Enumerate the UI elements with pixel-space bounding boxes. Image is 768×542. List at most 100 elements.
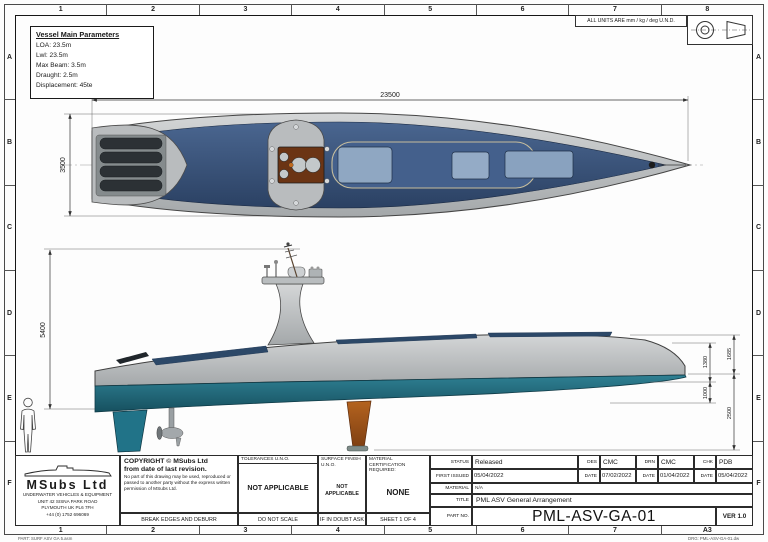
material-cert-label: MATERIAL CERTIFICATION REQUIRED: bbox=[369, 457, 406, 474]
tolerances-value: NOT APPLICABLE bbox=[247, 484, 309, 492]
dim-hull-draught: 1000 bbox=[703, 387, 709, 399]
chk-date-label: DATE bbox=[694, 469, 716, 483]
status-value: Released bbox=[472, 455, 578, 469]
part-number: PML-ASV-GA-01 bbox=[472, 507, 716, 526]
tolerances-label: TOLERANCES U.N.O. bbox=[239, 456, 317, 464]
params-title: Vessel Main Parameters bbox=[36, 30, 120, 39]
dim-freeboard: 1380 bbox=[703, 356, 709, 368]
grid-row-label: B bbox=[753, 100, 764, 186]
grid-col-label: 1 bbox=[15, 4, 108, 15]
grid-row-label: E bbox=[4, 356, 15, 442]
scale-person-icon bbox=[20, 397, 36, 453]
grid-col-label: 6 bbox=[477, 4, 570, 15]
grid-col-label: 4 bbox=[292, 4, 385, 15]
file-reference-drawing: DRG: PML-ASV-GA-01.dw bbox=[688, 536, 740, 541]
grid-col-label: 1 bbox=[15, 526, 108, 535]
grid-col-label: 5 bbox=[385, 4, 477, 15]
company-phone: +44 (0) 1752 696069 bbox=[46, 511, 89, 517]
grid-col-label: 8 bbox=[705, 6, 710, 13]
third-angle-projection-icon bbox=[691, 20, 750, 40]
sheet-size-label: A3 bbox=[702, 527, 712, 534]
deck-hatch bbox=[337, 146, 393, 184]
plan-view bbox=[60, 112, 703, 218]
chk-value: PDB bbox=[716, 455, 753, 469]
surface-finish-box: SURFACE FINISH U.N.O. NOT APPLICABLE bbox=[318, 455, 366, 513]
dim-max-draught: 2500 bbox=[727, 407, 733, 419]
chk-date: 05/04/2022 bbox=[716, 469, 753, 483]
note-do-not-scale: DO NOT SCALE bbox=[238, 513, 318, 526]
grid-row-label: F bbox=[756, 480, 761, 488]
file-reference-part: PART: SURF ASV GA 5.asm bbox=[18, 536, 73, 541]
param-displacement: Displacement: 45te bbox=[36, 81, 93, 89]
grid-row-label: C bbox=[4, 186, 15, 271]
material-cert-value: NONE bbox=[386, 488, 410, 498]
deck-panel bbox=[151, 345, 269, 366]
material-cert-box: MATERIAL CERTIFICATION REQUIRED: NONE bbox=[366, 455, 430, 513]
whip-antenna bbox=[287, 247, 298, 278]
grid-row-label: B bbox=[4, 100, 15, 186]
company-name: MSubs Ltd bbox=[26, 478, 109, 493]
grid-row-label: A bbox=[753, 15, 764, 101]
dimension-labels: 23500 3500 5400 1380 1000 1685 2500 bbox=[40, 92, 733, 419]
first-issued-date: 05/04/2022 bbox=[472, 469, 578, 483]
deck-hatch bbox=[451, 151, 490, 180]
param-beam: Max Beam: 3.5m bbox=[36, 61, 86, 69]
grid-band-top: 1 2 3 4 5 6 7 8 bbox=[15, 4, 753, 15]
dim-mast-height: 5400 bbox=[40, 322, 47, 338]
platform-bolts bbox=[269, 124, 330, 206]
dimensions bbox=[48, 96, 736, 451]
title-label: TITLE bbox=[430, 494, 472, 507]
deck-panel bbox=[335, 333, 478, 345]
grid-col-label: 7 bbox=[569, 526, 662, 535]
grid-band-left: A B C D E F bbox=[4, 15, 15, 526]
antenna bbox=[264, 265, 270, 268]
drn-value: CMC bbox=[658, 455, 694, 469]
material-label: MATERIAL bbox=[430, 483, 472, 494]
des-date: 07/02/2022 bbox=[600, 469, 636, 483]
grid-row-label: A bbox=[4, 15, 15, 101]
wind-sensor bbox=[286, 242, 290, 246]
grid-col-label: 2 bbox=[107, 526, 200, 535]
chk-label: CHK bbox=[694, 455, 716, 469]
drawing-title: PML ASV General Arrangement bbox=[472, 494, 753, 507]
des-value: CMC bbox=[600, 455, 636, 469]
grid-band-right: A B C D E F bbox=[753, 15, 764, 526]
title-block-status-table: STATUS Released DES CMC DRN CMC CHK PDB … bbox=[430, 455, 753, 526]
profile-view bbox=[44, 242, 740, 453]
dim-beam: 3500 bbox=[60, 157, 67, 173]
sensor-mast bbox=[261, 242, 325, 346]
copyright-box: COPYRIGHT © MSubs Ltd from date of last … bbox=[120, 455, 238, 513]
vessel-parameters-box: Vessel Main Parameters LOA: 23.5m Lwl: 2… bbox=[30, 26, 154, 99]
units-note: ALL UNITS ARE mm / kg / deg U.N.D. bbox=[575, 15, 687, 27]
grid-col-label: 3 bbox=[200, 526, 293, 535]
keel-foot bbox=[346, 445, 369, 452]
bow-fitting bbox=[648, 161, 656, 169]
engine-slats bbox=[99, 137, 163, 192]
grid-row-label: D bbox=[4, 271, 15, 357]
grid-col-label: 5 bbox=[385, 526, 477, 535]
surface-finish-value: NOT APPLICABLE bbox=[325, 484, 359, 497]
company-tagline: UNDERWATER VEHICLES & EQUIPMENT bbox=[22, 491, 113, 497]
des-date-label: DATE bbox=[578, 469, 600, 483]
note-if-in-doubt: IF IN DOUBT ASK bbox=[318, 513, 366, 526]
part-no-label: PART NO. bbox=[430, 507, 472, 526]
rudder bbox=[112, 409, 148, 453]
version-label: VER 1.0 bbox=[716, 507, 753, 526]
drn-date: 01/04/2022 bbox=[658, 469, 694, 483]
param-lwl: Lwl: 23.5m bbox=[36, 51, 68, 59]
copyright-line-1: COPYRIGHT © MSubs Ltd bbox=[124, 458, 208, 465]
deck-panel bbox=[487, 331, 613, 338]
grid-row-label: F bbox=[7, 480, 12, 488]
grid-row-label: D bbox=[753, 271, 764, 357]
projection-symbol-box bbox=[687, 15, 753, 45]
grid-row-label: E bbox=[753, 356, 764, 442]
drn-date-label: DATE bbox=[636, 469, 658, 483]
grid-band-bottom: 1 2 3 4 5 6 7 A3 bbox=[15, 526, 753, 535]
copyright-line-2: from date of last revision. bbox=[124, 465, 207, 473]
hull-underwater bbox=[94, 374, 687, 413]
stern-fin bbox=[116, 352, 149, 364]
surface-finish-label: SURFACE FINISH U.N.O. bbox=[321, 457, 361, 468]
title-block-left: COPYRIGHT © MSubs Ltd from date of last … bbox=[120, 455, 430, 526]
